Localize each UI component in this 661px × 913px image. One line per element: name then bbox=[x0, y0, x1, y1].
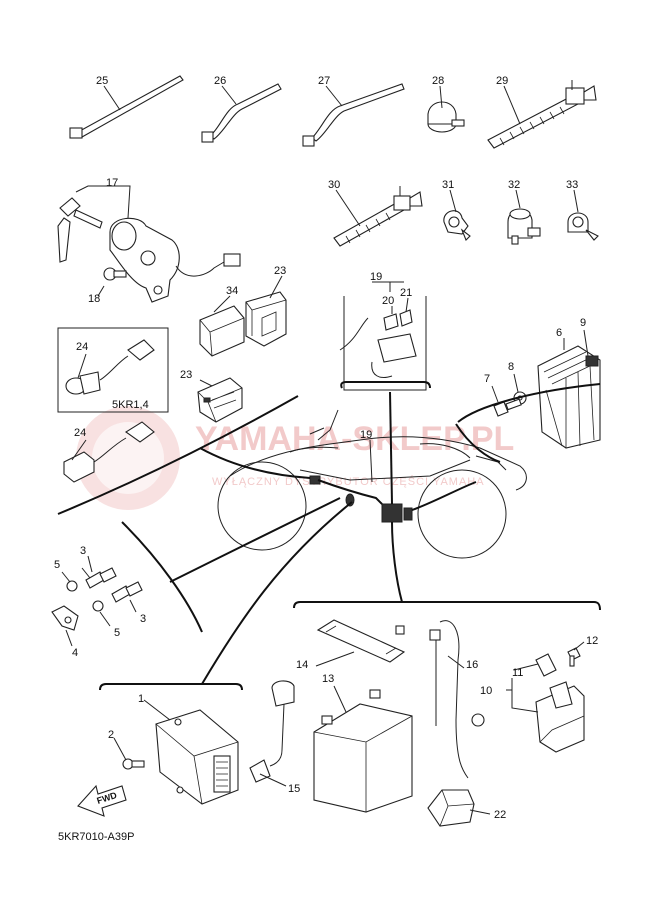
cable-tie-27 bbox=[302, 83, 405, 147]
battery-lead-15 bbox=[249, 680, 295, 783]
callout-34: 34 bbox=[226, 285, 238, 297]
washer-5-lower bbox=[92, 600, 104, 612]
fuse-holder-19 bbox=[339, 281, 427, 391]
sensor-3-lower bbox=[111, 581, 143, 603]
callout-14: 14 bbox=[296, 659, 308, 671]
callout-7: 7 bbox=[484, 373, 490, 385]
callout-8: 8 bbox=[508, 361, 514, 373]
starter-relay-10 bbox=[535, 681, 585, 753]
callout-3-lower: 3 bbox=[140, 613, 146, 625]
screw-18 bbox=[103, 267, 127, 281]
watermark-tagline: WYŁĄCZNY DYSTRYBUTOR CZĘŚCI YAMAHA bbox=[212, 475, 485, 488]
cable-tie-25 bbox=[69, 75, 184, 139]
clamp-31 bbox=[443, 210, 471, 241]
callout-10: 10 bbox=[480, 685, 492, 697]
callout-12: 12 bbox=[586, 635, 598, 647]
cable-tie-30 bbox=[333, 186, 423, 247]
callout-19-lower: 19 bbox=[360, 429, 372, 441]
clamp-33 bbox=[567, 212, 599, 241]
motorcycle-outline bbox=[217, 409, 527, 559]
callout-26: 26 bbox=[214, 75, 226, 87]
callout-6: 6 bbox=[556, 327, 562, 339]
callout-29: 29 bbox=[496, 75, 508, 87]
clamp-28 bbox=[427, 101, 465, 133]
callout-5-upper: 5 bbox=[54, 559, 60, 571]
fwd-arrow-icon: FWD bbox=[77, 784, 127, 817]
callout-3-upper: 3 bbox=[80, 545, 86, 557]
callout-17: 17 bbox=[106, 177, 118, 189]
diagram-code: 5KR7010-A39P bbox=[58, 831, 134, 843]
callout-28: 28 bbox=[432, 75, 444, 87]
callout-numbers: 25 26 27 28 29 17 30 31 32 33 23 19 34 2… bbox=[54, 75, 598, 821]
callout-32: 32 bbox=[508, 179, 520, 191]
battery-cable-16 bbox=[429, 620, 485, 779]
clamp-32 bbox=[507, 208, 541, 245]
callout-4: 4 bbox=[72, 647, 78, 659]
screw-12 bbox=[567, 647, 581, 667]
callout-2: 2 bbox=[108, 729, 114, 741]
variant-label: 5KR1,4 bbox=[112, 399, 149, 411]
callout-33: 33 bbox=[566, 179, 578, 191]
callout-23-lower: 23 bbox=[180, 369, 192, 381]
callout-21: 21 bbox=[400, 287, 412, 299]
leader-lines bbox=[61, 85, 589, 815]
bracket-4 bbox=[51, 605, 79, 631]
callout-5-lower: 5 bbox=[114, 627, 120, 639]
battery-band-14 bbox=[316, 619, 406, 663]
sensor-24-lower bbox=[63, 421, 155, 483]
rectifier-6 bbox=[537, 345, 601, 449]
callout-11: 11 bbox=[512, 667, 523, 679]
callout-24-lower: 24 bbox=[74, 427, 86, 439]
screw-2 bbox=[122, 758, 145, 770]
callout-9: 9 bbox=[580, 317, 586, 329]
cover-22 bbox=[427, 789, 475, 827]
callout-15: 15 bbox=[288, 783, 300, 795]
main-switch-17 bbox=[57, 185, 241, 303]
bolt-7 bbox=[493, 398, 522, 417]
callout-25: 25 bbox=[96, 75, 108, 87]
callout-31: 31 bbox=[442, 179, 454, 191]
sensor-3-upper bbox=[81, 567, 117, 589]
variant-box: 5KR1,4 bbox=[57, 327, 169, 413]
relay-23-upper bbox=[245, 291, 287, 347]
battery-13 bbox=[313, 689, 413, 813]
relay-34 bbox=[199, 305, 245, 357]
relay-23-lower bbox=[197, 377, 243, 423]
cable-tie-26 bbox=[201, 83, 282, 143]
callout-27: 27 bbox=[318, 75, 330, 87]
callout-30: 30 bbox=[328, 179, 340, 191]
callout-23-upper: 23 bbox=[274, 265, 286, 277]
callout-20: 20 bbox=[382, 295, 394, 307]
ecu-1 bbox=[155, 709, 239, 805]
callout-19-upper: 19 bbox=[370, 271, 382, 283]
callout-24-upper: 24 bbox=[76, 341, 88, 353]
fuse-11 bbox=[535, 653, 557, 677]
callout-13: 13 bbox=[322, 673, 334, 685]
cable-tie-29 bbox=[487, 80, 597, 149]
callout-1: 1 bbox=[138, 693, 144, 705]
sensor-24-upper bbox=[65, 339, 155, 395]
callout-16: 16 bbox=[466, 659, 478, 671]
washer-5-upper bbox=[66, 580, 78, 592]
callout-22: 22 bbox=[494, 809, 506, 821]
callout-18: 18 bbox=[88, 293, 100, 305]
